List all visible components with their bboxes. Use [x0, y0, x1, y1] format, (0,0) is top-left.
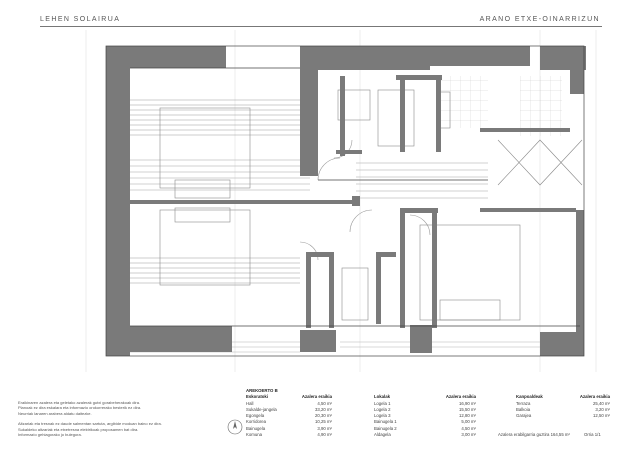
room-area: 12,80 m² — [459, 413, 476, 419]
room-name: Komuna — [246, 432, 263, 438]
total-value: 164,55 m² — [550, 432, 570, 437]
stair-wall-top — [480, 128, 570, 132]
room-area: 4,50 m² — [317, 400, 332, 406]
room-name: Bainugela — [246, 425, 266, 431]
total-area: Azalera erabilgarria guztira 164,55 m² — [498, 432, 570, 437]
areas-table-1: AREKOERTO B Eskoratoki Azalera eraikia Ha… — [246, 388, 332, 438]
header-rule — [40, 26, 602, 27]
wall-east-stub — [570, 64, 584, 94]
room-area: 10,25 m² — [315, 419, 332, 425]
room-area: 5,00 m² — [461, 419, 476, 425]
column-title: Eskoratoki — [246, 394, 268, 400]
closet-wall-left — [306, 252, 311, 328]
bed-2 — [159, 209, 251, 286]
column — [352, 196, 360, 206]
floor-plan — [85, 30, 597, 372]
area-header: Azalera eraikia — [301, 394, 332, 400]
room-name: Logela 3 — [374, 413, 391, 419]
bathroom-tiles — [440, 76, 488, 128]
plan-title: LEHEN SOLAIRUA — [40, 16, 121, 23]
closet-3 — [341, 267, 369, 321]
bed-1 — [159, 107, 251, 189]
wardrobe-2 — [377, 89, 415, 147]
room-name: Bainugela 1 — [374, 419, 397, 425]
bath-wall-right — [436, 78, 441, 152]
room-area: 4,90 m² — [317, 432, 332, 438]
room-area: 4,50 m² — [461, 425, 476, 431]
wall-south-mid — [300, 330, 336, 352]
note-line: Informazio gehiagorako jo bulegora. — [18, 432, 82, 438]
bath-wall-top — [396, 75, 442, 80]
wardrobe-1 — [337, 89, 371, 121]
walls — [106, 46, 586, 356]
floor-hatch-mid — [126, 159, 488, 199]
closet-b-left — [376, 252, 381, 324]
furniture — [159, 89, 583, 321]
column-title: Lokalak — [374, 394, 391, 400]
room-name: Sukalde-jangela — [246, 406, 277, 412]
wardrobe-wall — [340, 76, 345, 156]
bed-3-end — [439, 299, 501, 321]
bath-wall-left — [400, 78, 405, 152]
room-name: Egongela — [246, 413, 265, 419]
closet-wall-right — [329, 252, 334, 328]
balcony-hatch-left — [126, 99, 300, 136]
wall-south-center — [410, 325, 432, 353]
project-title: ARANO ETXE-OINARRIZUN — [479, 16, 600, 23]
room-area: 25,40 m² — [593, 400, 610, 406]
room-name: Garajea — [516, 413, 532, 419]
room-area: 16,90 m² — [459, 400, 476, 406]
wall-inner-top — [400, 208, 438, 213]
room-area: 15,50 m² — [459, 406, 476, 412]
room-name: Terraza — [516, 400, 531, 406]
room-area: 33,20 m² — [315, 406, 332, 412]
wall-east-lower — [576, 210, 584, 340]
room-area: 3,20 m² — [595, 406, 610, 412]
room-name: Aldagela — [374, 432, 391, 438]
wall-outlines — [105, 45, 585, 357]
room-name: Bainugela 2 — [374, 425, 397, 431]
areas-title: AREKOERTO B — [246, 388, 278, 393]
wall-south-west — [120, 326, 232, 352]
north-arrow-icon — [227, 419, 243, 435]
room-name: Balkoia — [516, 406, 531, 412]
room-name: Hall — [246, 400, 254, 406]
bed-1-end — [174, 179, 231, 199]
wall-inner-right — [432, 208, 437, 328]
wall-north-mid — [300, 46, 430, 70]
wall-central-upper — [300, 60, 318, 176]
note-line: Eraikinaren azalera eta geletako azalera… — [18, 400, 141, 405]
plan-notes: Eraikinaren azalera eta geletako azalera… — [18, 400, 208, 437]
areas-table-3: Kanpoaldeak Azalera eraikia Terraza 25,40 … — [516, 388, 610, 419]
room-name: Logela 2 — [374, 406, 391, 412]
bed-2-head — [174, 207, 231, 223]
page-number: Orria 1/1 — [584, 432, 601, 437]
area-header: Azalera eraikia — [445, 394, 476, 400]
hall-wall — [336, 150, 362, 154]
room-area: 20,30 m² — [315, 413, 332, 419]
note-line: Sukaldeko altzariak eta etxetresna elekt… — [18, 426, 139, 432]
total-label: Azalera erabilgarria guztira — [498, 432, 550, 437]
wall-north-east — [430, 46, 530, 66]
wall-north-west — [106, 46, 226, 68]
room-name: Korridorea — [246, 419, 267, 425]
stair-wall-bottom — [480, 208, 576, 212]
closet-wall-top — [306, 252, 334, 257]
note-line: Planoak ez dira eskalara eta informazio … — [18, 405, 142, 411]
balcony-hatch-bottom — [126, 257, 300, 284]
room-area: 3,90 m² — [317, 425, 332, 431]
wall-inner-left — [400, 208, 405, 328]
note-line: Altzariak eta tresnak ez daude salmentan… — [18, 421, 162, 427]
stair-lines — [497, 139, 583, 186]
room-name: Logela 1 — [374, 400, 391, 406]
wall-mid-horizontal — [126, 200, 356, 204]
note-line: Neurriak lanaren arabera aldatu daitezke… — [18, 410, 92, 416]
area-header: Azalera eraikia — [579, 394, 610, 400]
room-area: 12,50 m² — [593, 413, 610, 419]
room-area: 3,00 m² — [461, 432, 476, 438]
terrace-tiles — [520, 76, 562, 136]
closet-b-top — [376, 252, 396, 257]
column-title: Kanpoaldeak — [516, 394, 543, 400]
